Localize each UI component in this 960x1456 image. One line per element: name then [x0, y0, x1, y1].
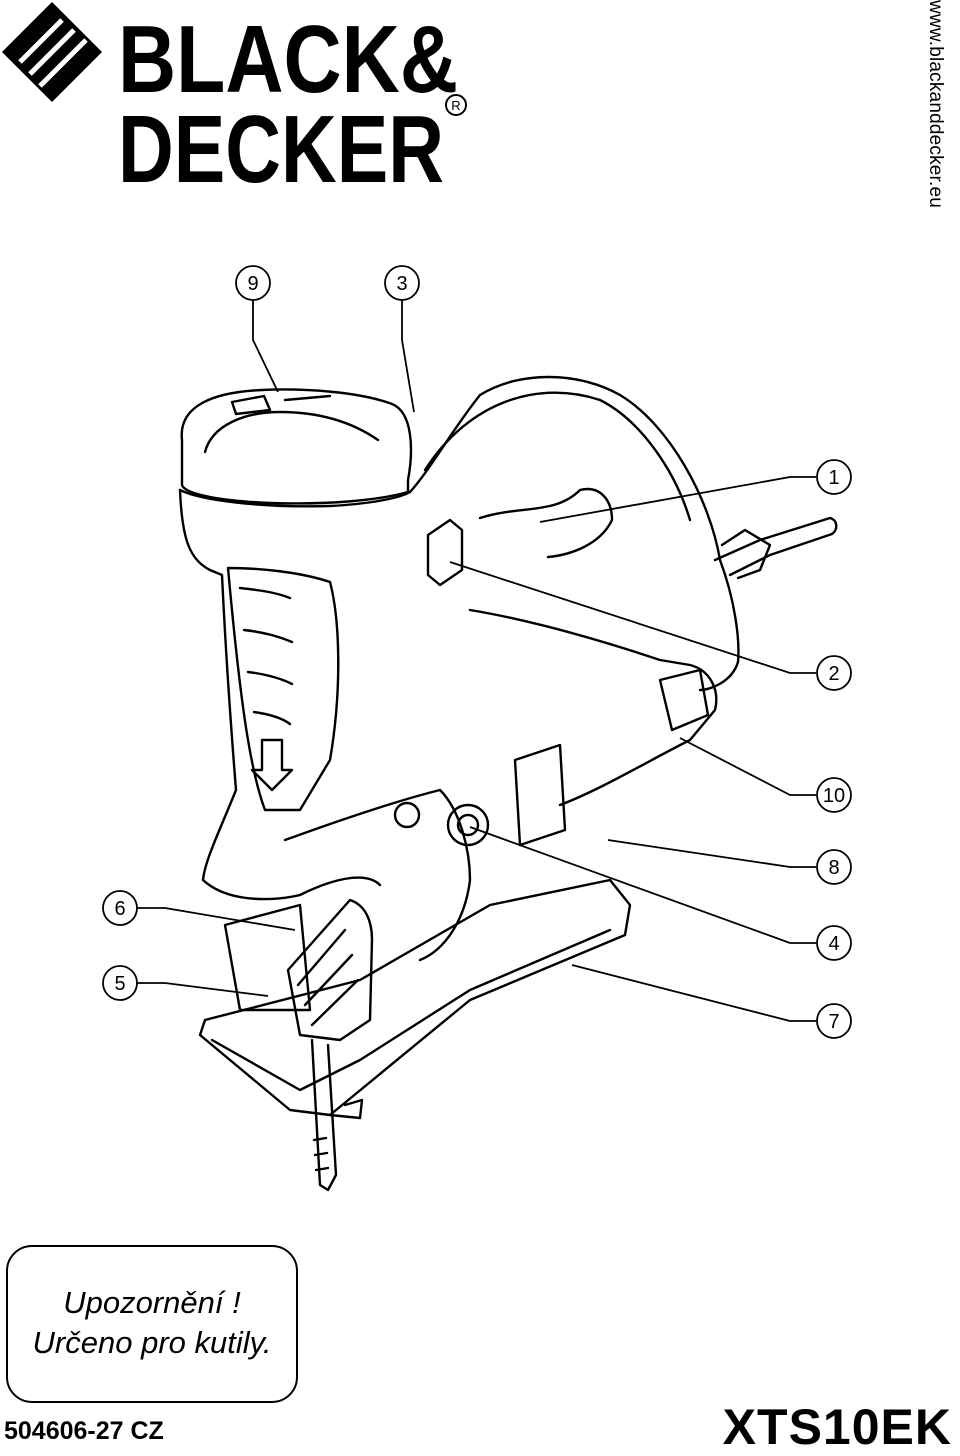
- power-cord: [713, 516, 838, 577]
- callout-3: 3: [396, 273, 407, 295]
- warning-box: Upozornění ! Určeno pro kutily.: [6, 1245, 298, 1403]
- callout-7: 7: [828, 1011, 839, 1033]
- website-url: www.blackanddecker.eu: [925, 0, 946, 209]
- brand-logo: BLACK& DECKER R: [2, 2, 467, 200]
- document-code: 504606-27 CZ: [4, 1417, 164, 1445]
- callout-8: 8: [828, 857, 839, 879]
- trigger: [478, 487, 614, 559]
- handle-body: [178, 488, 238, 882]
- jigsaw-diagram: 9 3 1 2 10 8 6 4 5 7: [102, 265, 852, 1192]
- speed-dial-knob: [180, 388, 413, 505]
- callout-1: 1: [828, 467, 839, 489]
- registered-mark: R: [451, 98, 460, 113]
- warning-text: Určeno pro kutily.: [32, 1325, 272, 1360]
- callout-9: 9: [247, 273, 258, 295]
- logo-line1: BLACK&: [118, 6, 458, 113]
- saw-blade: [310, 1038, 338, 1192]
- model-number: XTS10EK: [722, 1399, 952, 1455]
- callout-6: 6: [114, 898, 125, 920]
- logo-diamond-icon: [2, 2, 102, 102]
- lock-button: [426, 518, 464, 587]
- logo-line2: DECKER: [118, 96, 444, 200]
- callout-2: 2: [828, 663, 839, 685]
- warning-title: Upozornění !: [63, 1285, 241, 1320]
- callout-10: 10: [823, 785, 845, 807]
- callout-5: 5: [114, 973, 125, 995]
- callout-4: 4: [828, 933, 839, 955]
